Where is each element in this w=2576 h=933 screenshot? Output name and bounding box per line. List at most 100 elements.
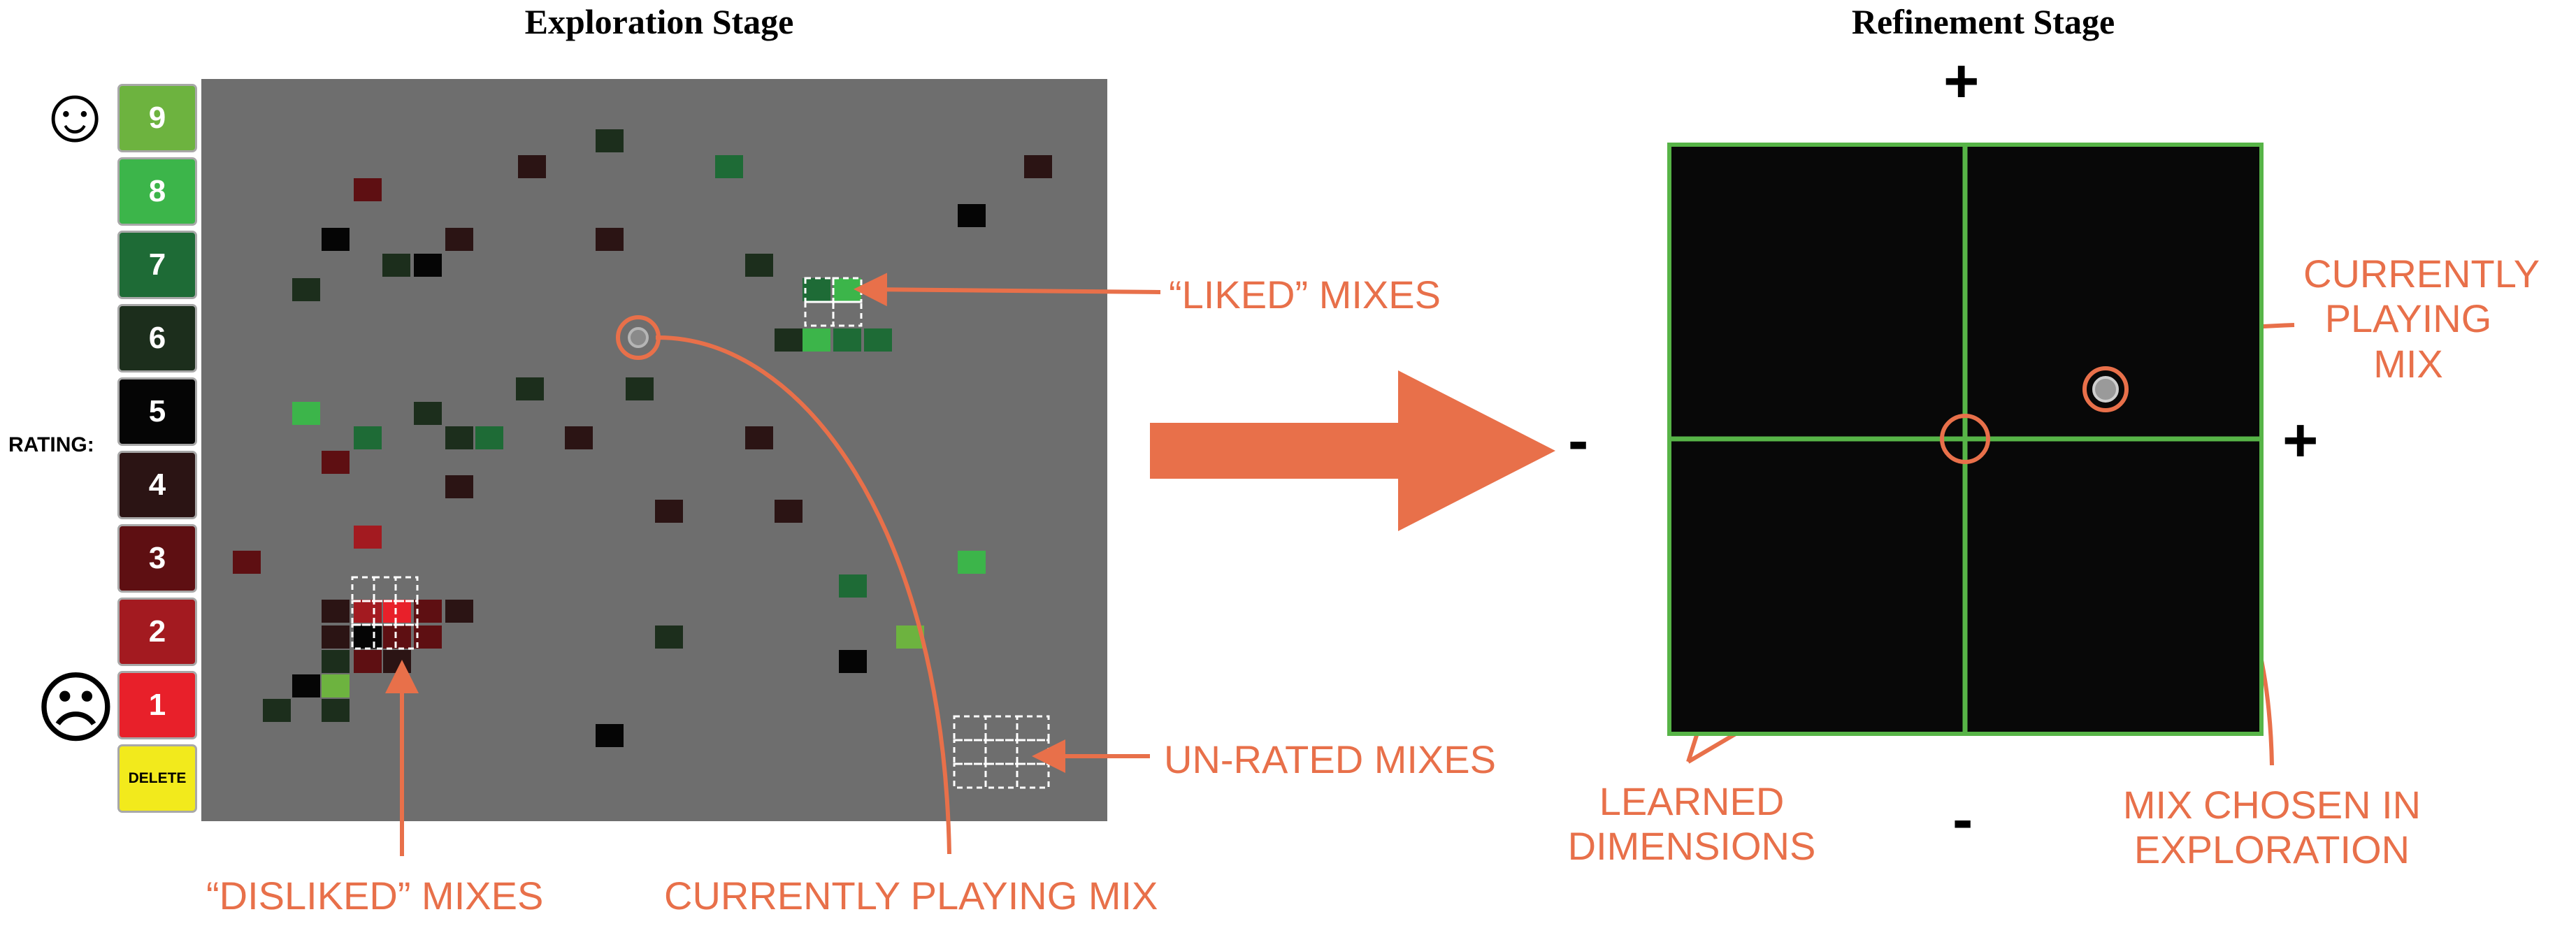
label-line: CURRENTLY bbox=[2303, 252, 2540, 296]
mix-cell[interactable] bbox=[322, 650, 350, 673]
mix-cell[interactable] bbox=[803, 328, 830, 352]
label-line: EXPLORATION bbox=[2134, 827, 2410, 872]
mix-cell[interactable] bbox=[263, 699, 291, 722]
selection-boxes bbox=[351, 277, 1050, 789]
label-line: MIX CHOSEN IN bbox=[2122, 783, 2422, 827]
mix-cell[interactable] bbox=[354, 600, 382, 623]
mix-cell[interactable] bbox=[775, 328, 803, 352]
mix-cell[interactable] bbox=[354, 178, 382, 201]
rating-button-1[interactable]: 1 bbox=[117, 671, 197, 739]
mix-cell[interactable] bbox=[715, 155, 743, 178]
mix-cell[interactable] bbox=[596, 724, 624, 747]
label-line: PLAYING bbox=[2324, 296, 2492, 341]
mix-cell[interactable] bbox=[626, 377, 654, 400]
mix-cell[interactable] bbox=[382, 254, 410, 277]
chosen-mix-ring bbox=[1940, 414, 1990, 464]
mix-cell[interactable] bbox=[322, 625, 350, 649]
mix-cell[interactable] bbox=[414, 600, 442, 623]
mix-cell[interactable] bbox=[292, 674, 320, 697]
mix-cell[interactable] bbox=[518, 155, 546, 178]
mix-cell[interactable] bbox=[958, 204, 986, 227]
mix-cell[interactable] bbox=[292, 278, 320, 301]
rating-button-9[interactable]: 9 bbox=[117, 84, 197, 152]
mix-cell[interactable] bbox=[596, 129, 624, 152]
mix-cell[interactable] bbox=[745, 426, 773, 449]
mix-cell[interactable] bbox=[414, 254, 442, 277]
mix-cell[interactable] bbox=[322, 674, 350, 697]
mix-cell[interactable] bbox=[839, 650, 867, 673]
left-playing-mix-dot[interactable] bbox=[628, 327, 649, 348]
rating-button-2[interactable]: 2 bbox=[117, 598, 197, 666]
mix-cell[interactable] bbox=[354, 426, 382, 449]
mix-cell[interactable] bbox=[354, 526, 382, 549]
mix-cell[interactable] bbox=[445, 475, 473, 498]
rating-button-6[interactable]: 6 bbox=[117, 304, 197, 373]
disliked-mixes-label: “DISLIKED” MIXES bbox=[206, 874, 544, 918]
right-plus-sign: + bbox=[2282, 405, 2319, 475]
mix-cell[interactable] bbox=[322, 228, 350, 251]
right-currently-playing-label: CURRENTLY PLAYING MIX bbox=[2303, 252, 2540, 386]
rating-button-3[interactable]: 3 bbox=[117, 524, 197, 593]
mix-cell[interactable] bbox=[354, 625, 382, 649]
exploration-map[interactable] bbox=[201, 79, 1107, 821]
mix-cell[interactable] bbox=[803, 278, 830, 301]
mix-cell[interactable] bbox=[383, 625, 411, 649]
mix-cell[interactable] bbox=[354, 650, 382, 673]
mix-cell[interactable] bbox=[322, 600, 350, 623]
mix-cell[interactable] bbox=[233, 551, 261, 574]
mix-cell[interactable] bbox=[322, 699, 350, 722]
mix-cell[interactable] bbox=[445, 600, 473, 623]
label-line: LEARNED bbox=[1599, 779, 1785, 823]
rating-button-8[interactable]: 8 bbox=[117, 157, 197, 226]
right-playing-ring bbox=[2082, 366, 2129, 412]
mix-cell[interactable] bbox=[383, 600, 411, 623]
liked-mixes-label: “LIKED” MIXES bbox=[1169, 273, 1441, 317]
playing-curve bbox=[655, 335, 951, 855]
learned-dimensions-label: LEARNED DIMENSIONS bbox=[1538, 779, 1845, 869]
delete-button[interactable]: DELETE bbox=[117, 744, 197, 813]
mix-cell[interactable] bbox=[322, 451, 350, 474]
mix-cell[interactable] bbox=[833, 278, 861, 301]
bottom-minus-sign: - bbox=[1952, 784, 1973, 853]
rating-button-5[interactable]: 5 bbox=[117, 377, 197, 446]
mix-chosen-label: MIX CHOSEN IN EXPLORATION bbox=[2083, 783, 2461, 873]
mix-cell[interactable] bbox=[745, 254, 773, 277]
mix-cell[interactable] bbox=[775, 500, 803, 523]
left-playing-ring bbox=[616, 315, 661, 360]
mix-cell[interactable] bbox=[292, 402, 320, 425]
mix-cell[interactable] bbox=[565, 426, 593, 449]
mix-cell[interactable] bbox=[1024, 155, 1052, 178]
mix-cell[interactable] bbox=[833, 328, 861, 352]
left-minus-sign: - bbox=[1568, 405, 1589, 475]
mix-cell[interactable] bbox=[516, 377, 544, 400]
exploration-stage-title: Exploration Stage bbox=[524, 2, 794, 41]
mix-cell[interactable] bbox=[839, 574, 867, 598]
mix-cell[interactable] bbox=[596, 228, 624, 251]
currently-playing-label: CURRENTLY PLAYING MIX bbox=[664, 874, 1158, 918]
mix-cell[interactable] bbox=[383, 650, 411, 673]
unrated-mixes-label: UN-RATED MIXES bbox=[1164, 737, 1496, 781]
mix-cell[interactable] bbox=[445, 228, 473, 251]
right-playing-mix-dot[interactable] bbox=[2092, 376, 2119, 403]
happy-face-icon: ☺ bbox=[35, 71, 115, 158]
mix-cell[interactable] bbox=[445, 426, 473, 449]
rating-button-4[interactable]: 4 bbox=[117, 451, 197, 519]
mix-cell[interactable] bbox=[655, 500, 683, 523]
mix-cell[interactable] bbox=[864, 328, 892, 352]
mix-cell[interactable] bbox=[475, 426, 503, 449]
liked-arrow bbox=[854, 273, 1161, 307]
disliked-selection-box bbox=[351, 576, 419, 650]
sad-face-icon: ☹ bbox=[35, 665, 117, 752]
mix-cell[interactable] bbox=[414, 625, 442, 649]
label-line: MIX bbox=[2373, 341, 2443, 386]
label-line: DIMENSIONS bbox=[1567, 824, 1816, 869]
top-plus-sign: + bbox=[1943, 46, 1980, 115]
refinement-stage-title: Refinement Stage bbox=[1851, 2, 2115, 41]
mix-cell[interactable] bbox=[655, 625, 683, 649]
rating-label: RATING: bbox=[8, 433, 94, 456]
mix-cell[interactable] bbox=[414, 402, 442, 425]
mix-cell[interactable] bbox=[958, 551, 986, 574]
rating-button-7[interactable]: 7 bbox=[117, 231, 197, 299]
